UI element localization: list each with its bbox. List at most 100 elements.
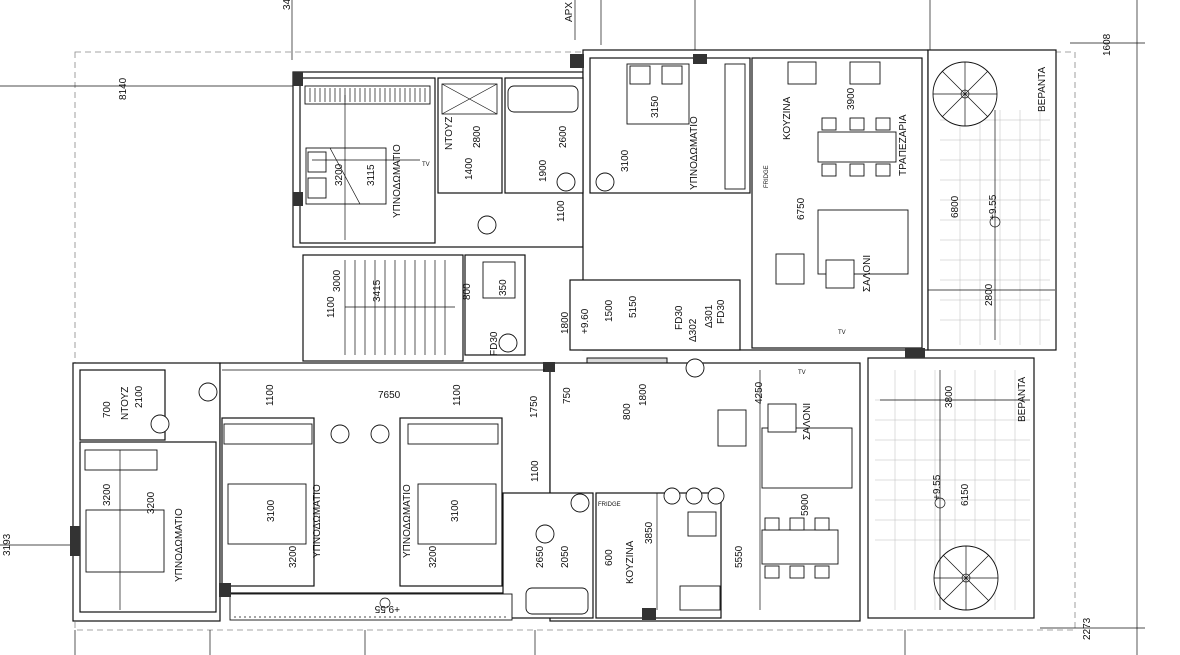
- kitchen-living-upper: [751, 57, 923, 349]
- dim-6150: 6150: [960, 483, 971, 506]
- column: [693, 54, 707, 64]
- dim-3193: 3193: [2, 533, 13, 556]
- dim-1800-corr: 1800: [560, 311, 571, 334]
- room-label-shower-1: ΝΤΟΥΖ: [444, 117, 455, 150]
- column: [543, 362, 555, 372]
- level-955-upper: +9.55: [988, 194, 999, 220]
- wardrobe-2: [724, 63, 746, 190]
- level-960: +9.60: [580, 308, 591, 334]
- code-delta302: Δ302: [688, 318, 699, 342]
- lift-machine: [482, 261, 516, 299]
- site-boundary: [74, 51, 1076, 631]
- dim-3800: 3800: [944, 385, 955, 408]
- balcony-rail: [229, 593, 513, 621]
- dim-3200-b3a: 3200: [102, 483, 113, 506]
- bed-3: [85, 509, 165, 573]
- room-label-shower-2: ΝΤΟΥΖ: [120, 387, 131, 420]
- dim-1100-l1: 1100: [265, 384, 276, 406]
- door-symbol: [556, 172, 576, 192]
- corridor: [569, 279, 741, 351]
- door-symbol: [570, 493, 590, 513]
- room-label-bedroom-2: ΥΠΝΟΔΩΜΑΤΙΟ: [689, 116, 700, 190]
- wardrobe-3: [84, 449, 158, 471]
- shower-1: [437, 77, 503, 194]
- coffee-table-upper: [825, 259, 855, 289]
- room-label-dining-upper: ΤΡΑΠΕΖΑΡΙΑ: [898, 114, 909, 176]
- stair-treads: [344, 260, 455, 355]
- door-symbol: [330, 424, 350, 444]
- dim-3900: 3900: [846, 87, 857, 110]
- hob-lower: [687, 511, 717, 537]
- dim-5150: 5150: [628, 295, 639, 318]
- room-label-bedroom-3: ΥΠΝΟΔΩΜΑΤΙΟ: [174, 508, 185, 582]
- room-label-bedroom-5: ΥΠΝΟΔΩΜΑΤΙΟ: [402, 484, 413, 558]
- room-label-living-upper: ΣΑΛΟΝΙ: [862, 255, 873, 292]
- room-label-bedroom-4: ΥΠΝΟΔΩΜΑΤΙΟ: [312, 484, 323, 558]
- shower-tray-1: [441, 83, 498, 115]
- dim-2050: 2050: [560, 545, 571, 568]
- column: [642, 608, 656, 620]
- column: [70, 526, 80, 556]
- dim-6800: 6800: [950, 195, 961, 218]
- coffee-table-lower: [767, 403, 797, 433]
- dim-1900: 1900: [538, 159, 549, 182]
- dim-2273: 2273: [1082, 617, 1093, 640]
- dim-3200-b3b: 3200: [146, 491, 157, 514]
- code-fd30-a: FD30: [674, 305, 685, 330]
- room-label-living-lower: ΣΑΛΟΝΙ: [802, 403, 813, 440]
- code-fd30-b: FD30: [716, 299, 727, 324]
- door-symbol: [150, 414, 170, 434]
- tv-label-2: TV: [838, 330, 846, 336]
- dim-5900: 5900: [800, 493, 811, 516]
- door-symbol: [498, 333, 518, 353]
- bathtub-2: [525, 587, 589, 615]
- dim-3415: 3415: [372, 279, 383, 302]
- bed-5: [417, 483, 497, 545]
- room-label-bedroom-1: ΥΠΝΟΔΩΜΑΤΙΟ: [392, 144, 403, 218]
- column: [905, 348, 925, 358]
- room-label-veranda-upper: ΒΕΡΑΝΤΑ: [1037, 66, 1048, 112]
- door-symbol: [595, 172, 615, 192]
- fridge-label-upper: FRIDGE: [764, 165, 770, 188]
- code-fd30-c: FD30: [489, 331, 500, 356]
- room-label-kitchen-upper: ΚΟΥΖΙΝΑ: [782, 96, 793, 140]
- dim-3150: 3150: [650, 95, 661, 118]
- dim-3200-b4: 3200: [288, 545, 299, 568]
- dim-750: 750: [562, 387, 573, 404]
- tv-label-3: TV: [798, 370, 806, 376]
- staircase: [302, 254, 464, 362]
- dim-3100-b2: 3100: [620, 149, 631, 172]
- wardrobe-1: [309, 88, 426, 102]
- bed-4: [227, 483, 307, 545]
- label-arch: ΑΡΧ: [564, 2, 575, 22]
- dim-1100-top: 1100: [556, 200, 567, 222]
- dim-3100-b5: 3100: [450, 499, 461, 522]
- sink-lower: [679, 585, 721, 611]
- bathtub-1: [507, 85, 579, 113]
- dim-800-stair: 800: [462, 283, 473, 300]
- dim-800-lift: 800: [622, 403, 633, 420]
- wardrobe-5: [407, 423, 499, 445]
- dim-4250: 4250: [754, 381, 765, 404]
- column: [219, 583, 231, 597]
- room-label-veranda-lower: ΒΕΡΑΝΤΑ: [1017, 376, 1028, 422]
- dim-1100-l3: 1100: [530, 460, 541, 482]
- armchair-upper: [775, 253, 805, 285]
- level-955-balcony: +9.55: [374, 603, 400, 614]
- sink-upper: [849, 61, 881, 85]
- tv-label-1: TV: [422, 162, 430, 168]
- dim-3000: 3000: [332, 269, 343, 292]
- door-symbol: [685, 358, 705, 378]
- dim-1100-l2: 1100: [452, 384, 463, 406]
- dim-1500: 1500: [604, 299, 615, 322]
- dining-table-upper: [817, 131, 897, 163]
- dim-8140: 8140: [118, 77, 129, 100]
- door-symbol: [535, 524, 555, 544]
- veranda-lower-grid: [875, 370, 1030, 610]
- wardrobe-4: [223, 423, 313, 445]
- hob-upper: [787, 61, 817, 85]
- dim-1750: 1750: [529, 395, 540, 418]
- dim-350: 350: [498, 279, 509, 296]
- level-955-lower: +9.55: [932, 474, 943, 500]
